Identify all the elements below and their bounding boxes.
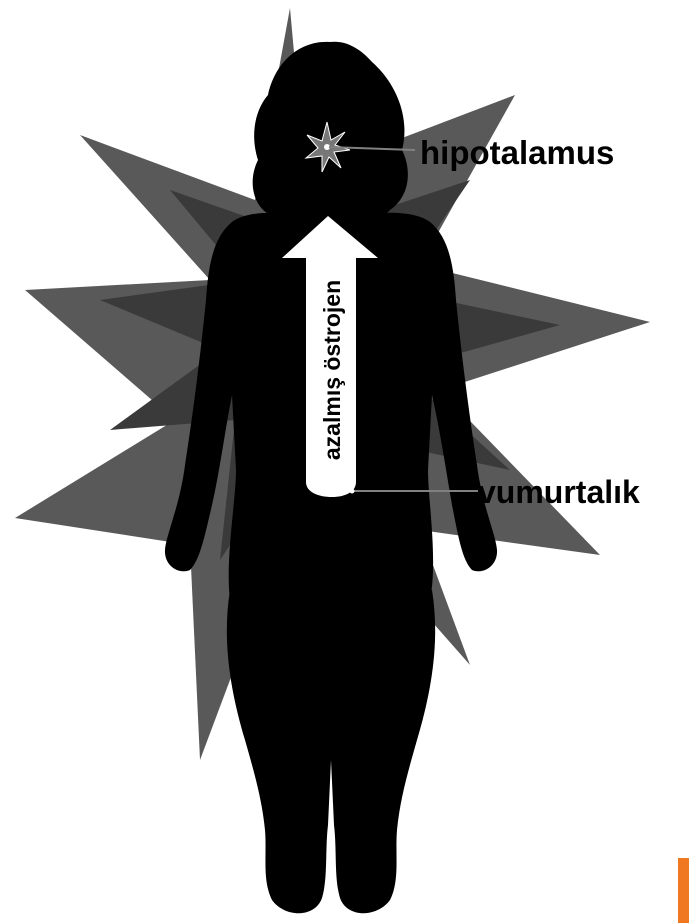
ovary-label: vumurtalık	[478, 474, 640, 510]
head-hair	[253, 42, 408, 224]
corner-accent	[678, 858, 689, 923]
hypothalamus-label: hipotalamus	[420, 134, 614, 171]
legs	[227, 590, 435, 913]
ovary-dot	[350, 489, 355, 494]
arrow-label: azalmış östrojen	[319, 280, 345, 460]
